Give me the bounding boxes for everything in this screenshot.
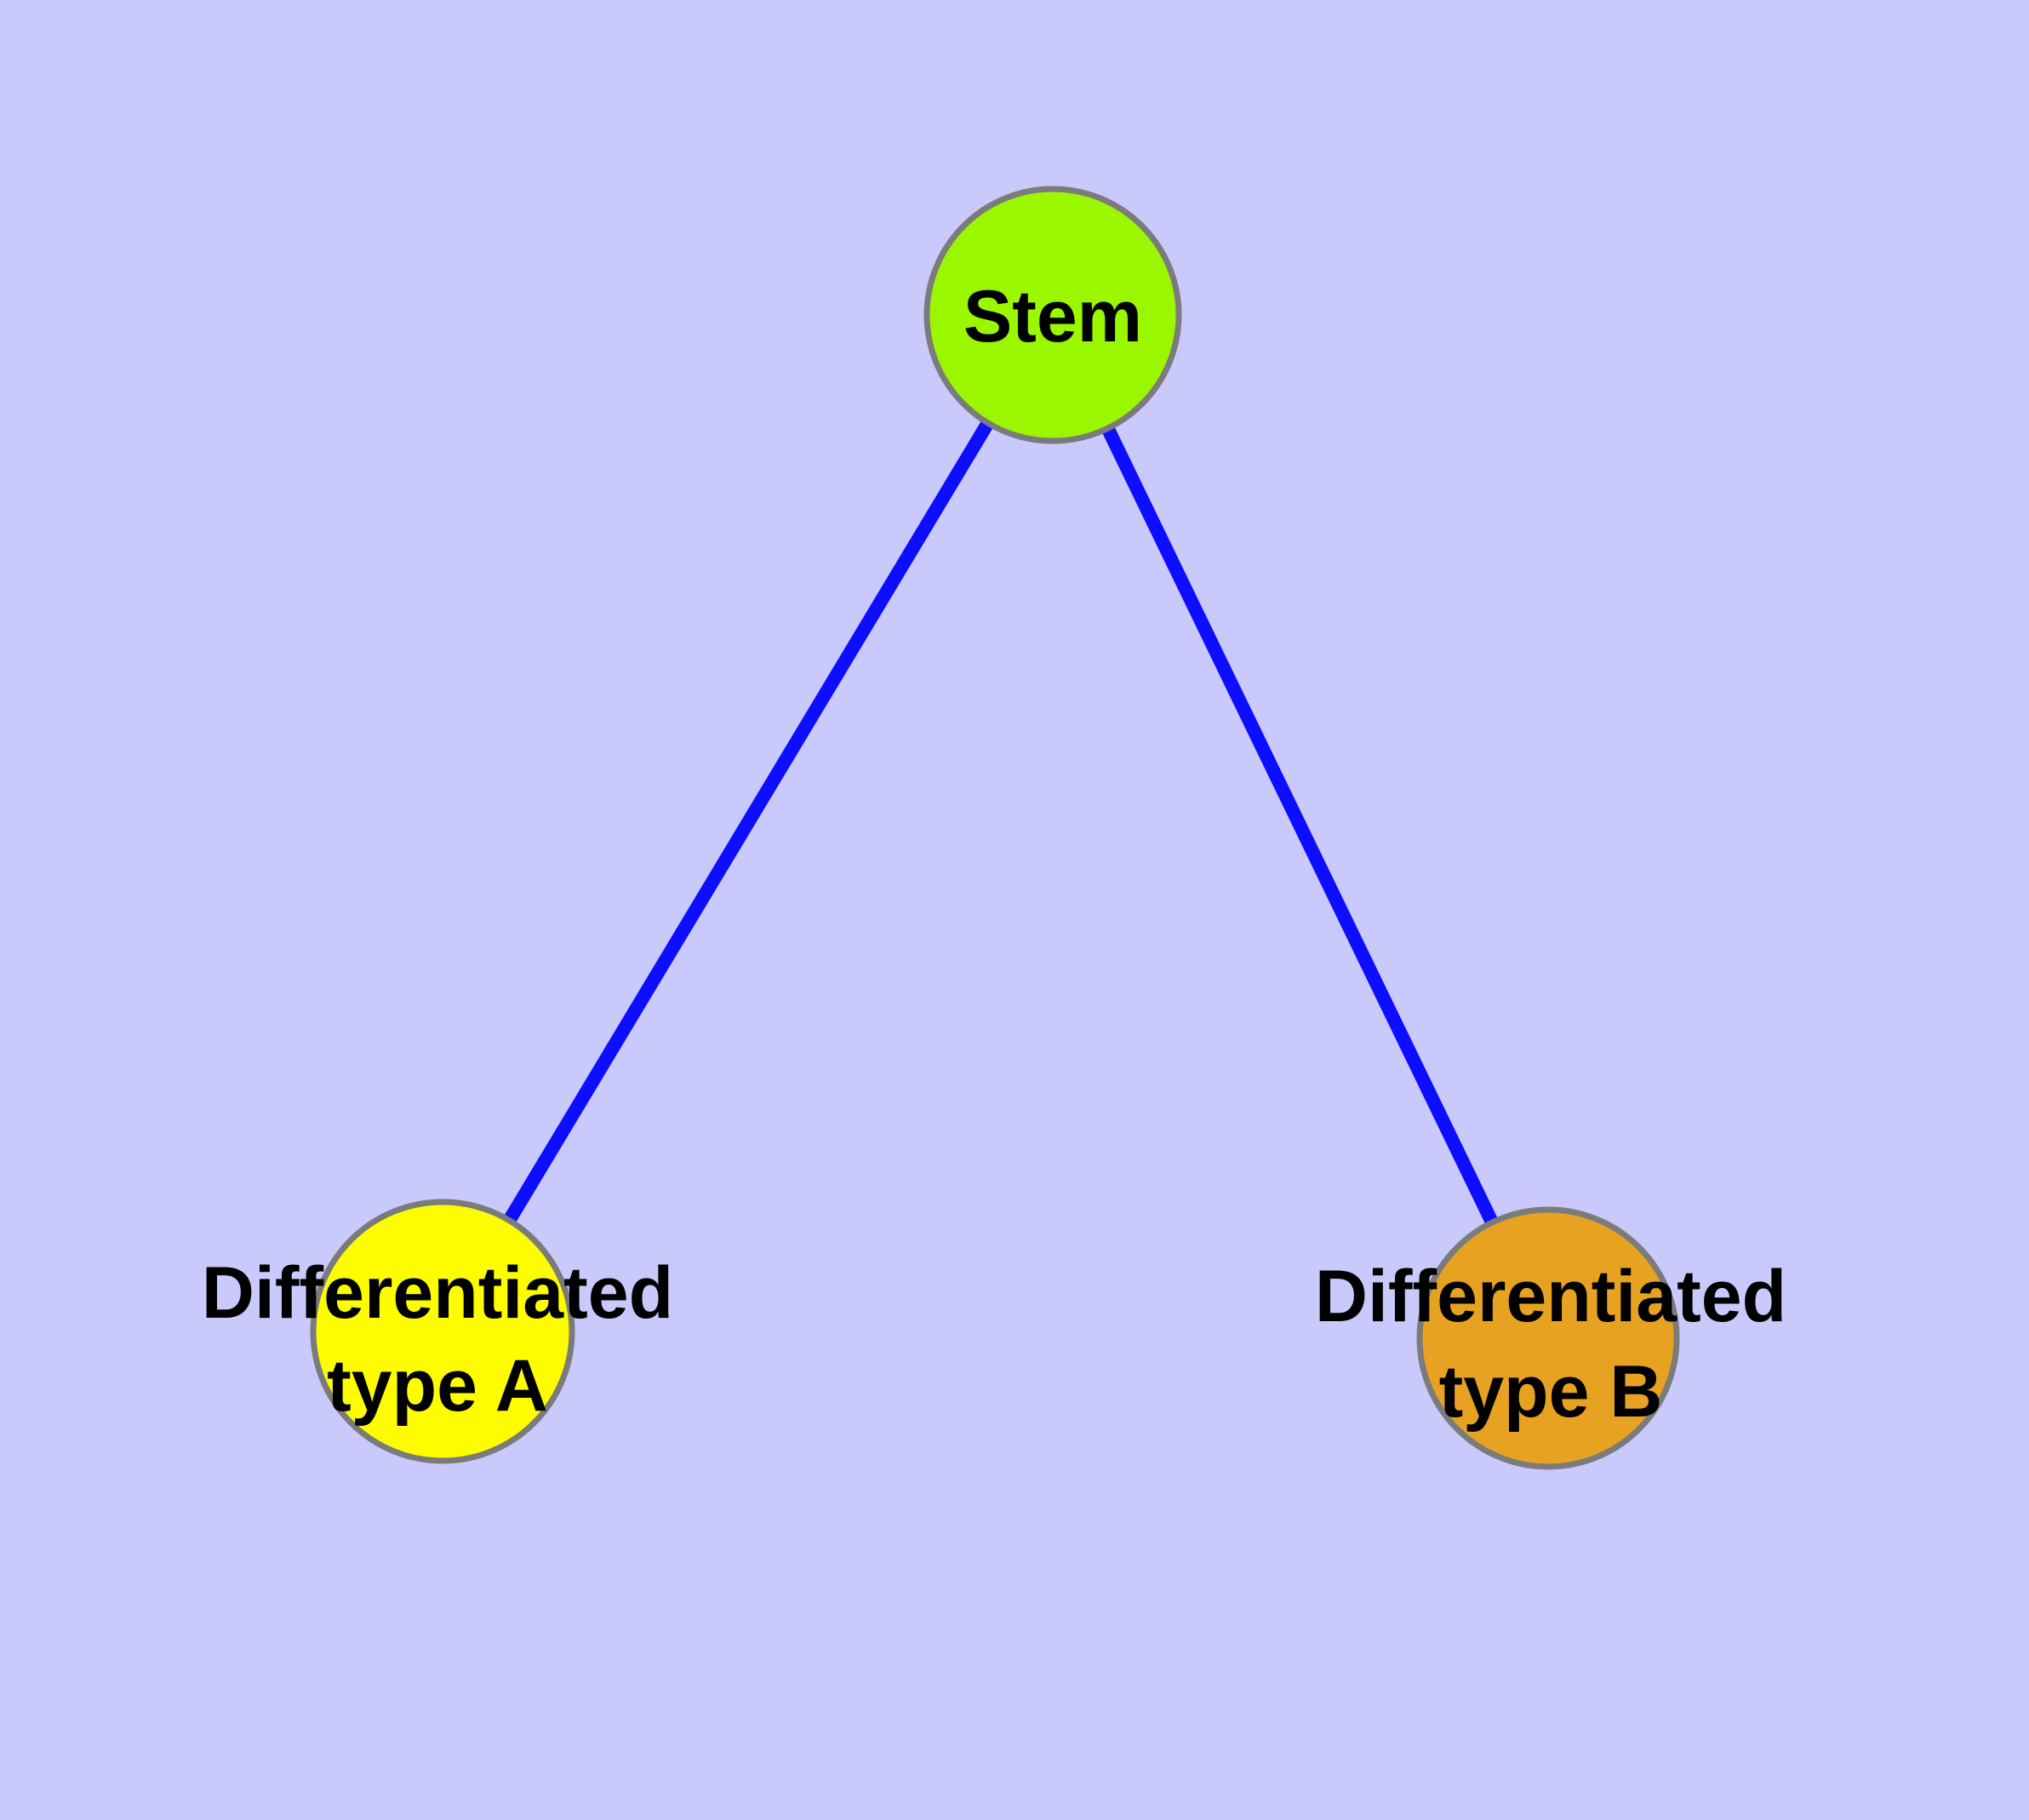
node-stem: Stem (923, 186, 1182, 444)
edge-stem-to-type-b (1046, 312, 1555, 1342)
node-stem-circle (923, 186, 1182, 444)
node-type-a-label-line2: type A (327, 1345, 548, 1427)
node-stem-label: Stem (963, 276, 1142, 358)
node-type-a-label-line1: Differentiated (202, 1252, 673, 1334)
node-differentiated-type-a: Differentiated type A (202, 1199, 673, 1464)
node-type-b-circle (1416, 1206, 1680, 1470)
node-differentiated-type-b: Differentiated type B (1315, 1206, 1786, 1470)
node-type-a-circle (310, 1199, 575, 1464)
node-type-b-label-line1: Differentiated (1315, 1256, 1786, 1337)
node-type-b-label-line2: type B (1439, 1351, 1663, 1433)
edge-stem-to-type-a (437, 311, 1059, 1336)
edge-layer (437, 311, 1555, 1342)
